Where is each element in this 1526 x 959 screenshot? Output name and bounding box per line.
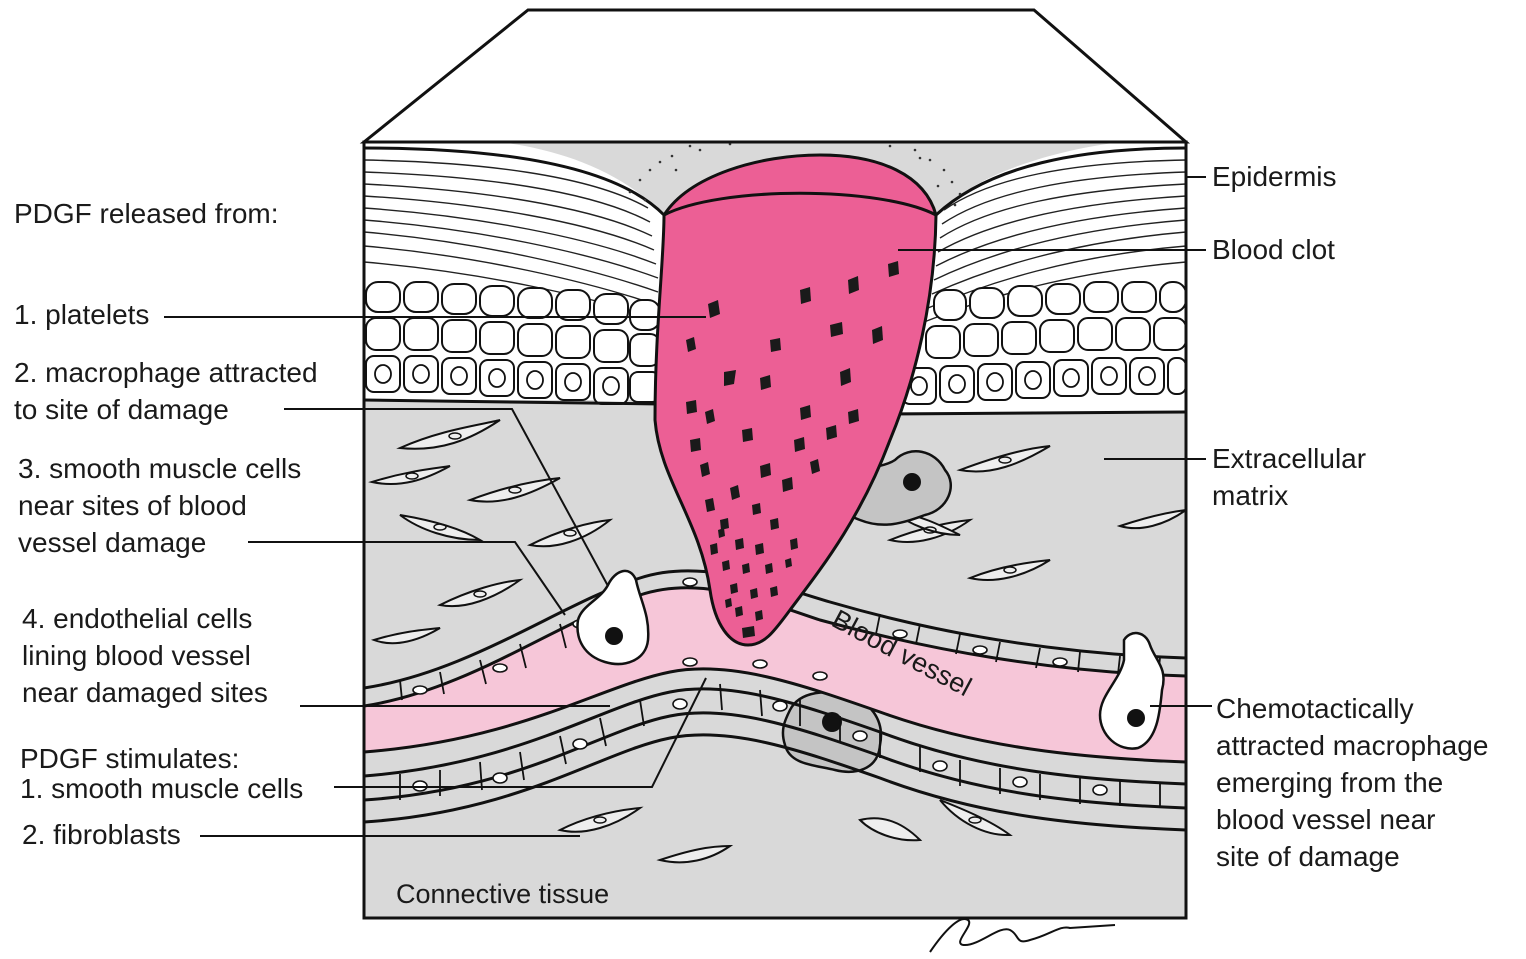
label-endothelial-line2: lining blood vessel: [22, 637, 251, 674]
label-smooth-muscle-line2: near sites of blood: [18, 487, 247, 524]
label-stim-fibroblasts: 2. fibroblasts: [22, 816, 181, 853]
label-endothelial-line1: 4. endothelial cells: [22, 600, 252, 637]
pdgf-released-heading: PDGF released from:: [14, 195, 279, 232]
label-epidermis: Epidermis: [1212, 158, 1336, 195]
label-ecm-line2: matrix: [1212, 477, 1288, 514]
label-endothelial-line3: near damaged sites: [22, 674, 268, 711]
label-smooth-muscle-line3: vessel damage: [18, 524, 206, 561]
epidermal-cells-left: [366, 282, 660, 404]
label-stim-smooth-muscle: 1. smooth muscle cells: [20, 770, 303, 807]
label-ecm-line1: Extracellular: [1212, 440, 1366, 477]
label-emerging-macrophage-line4: blood vessel near: [1216, 801, 1435, 838]
label-emerging-macrophage-line5: site of damage: [1216, 838, 1400, 875]
artist-signature: [930, 919, 1115, 952]
label-blood-clot: Blood clot: [1212, 231, 1335, 268]
label-emerging-macrophage-line3: emerging from the: [1216, 764, 1443, 801]
label-macrophage-line1: 2. macrophage attracted: [14, 354, 318, 391]
block-top-face: [364, 10, 1186, 142]
label-smooth-muscle-line1: 3. smooth muscle cells: [18, 450, 301, 487]
label-emerging-macrophage-line2: attracted macrophage: [1216, 727, 1488, 764]
label-macrophage-line2: to site of damage: [14, 391, 229, 428]
label-emerging-macrophage-line1: Chemotactically: [1216, 690, 1414, 727]
label-platelets: 1. platelets: [14, 296, 149, 333]
connective-tissue-label: Connective tissue: [396, 879, 609, 909]
